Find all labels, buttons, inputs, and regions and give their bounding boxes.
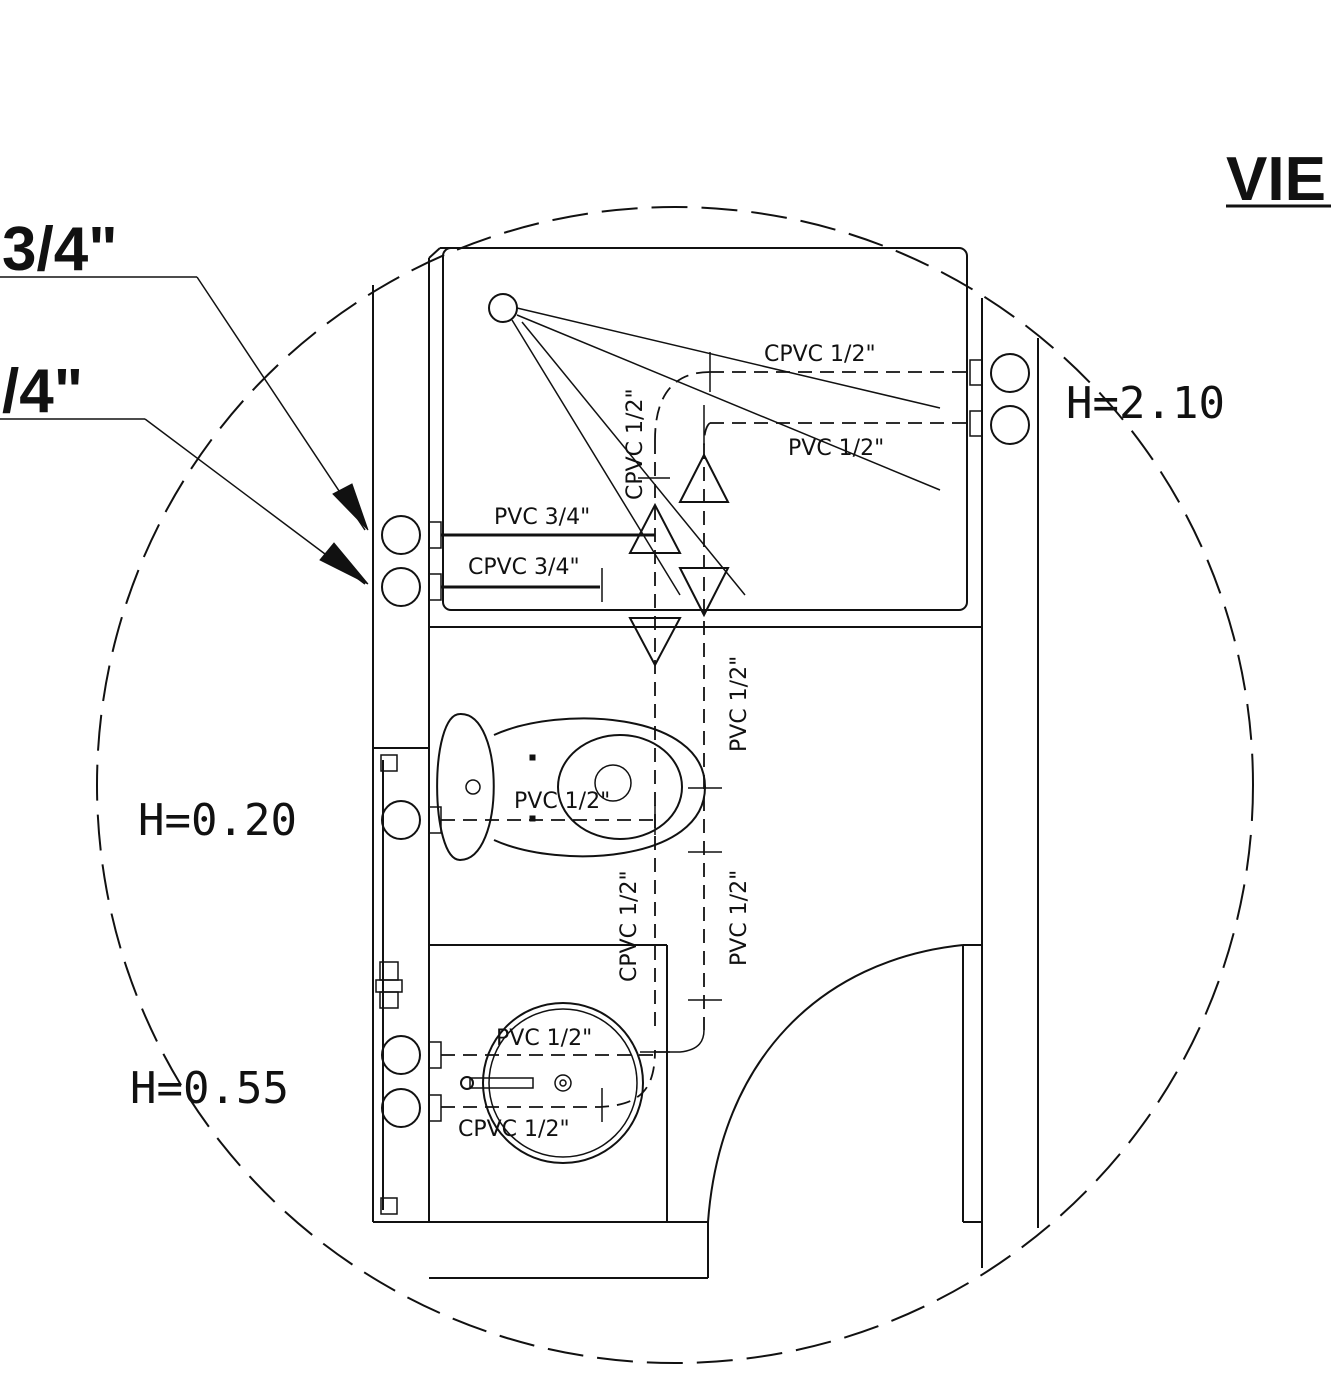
shower-tray — [442, 247, 968, 611]
shower-valves — [969, 353, 1030, 445]
height-label-toilet: H=0.20 — [138, 795, 297, 846]
walls — [372, 247, 1039, 1279]
sink-valve-icon — [381, 1035, 421, 1075]
main-valves — [381, 515, 655, 607]
pipe-label-riser-pvc-lower: PVC 1/2" — [727, 870, 752, 966]
callout-label-top: 3/4" — [2, 215, 118, 284]
sink-valve-icon — [381, 1088, 421, 1128]
shower-valve-icon — [990, 405, 1030, 445]
faucet-icon — [469, 1077, 534, 1089]
pipe-label-toilet: PVC 1/2" — [514, 789, 610, 814]
detail-circle — [96, 206, 1254, 1364]
sink-valves — [381, 1029, 705, 1128]
callout-label-bottom: /4" — [2, 357, 83, 426]
main-valve-icon — [381, 567, 421, 607]
main-valve-icon — [381, 515, 421, 555]
flow-arrows — [628, 452, 730, 668]
callout-arrow-top — [332, 483, 369, 531]
height-label-sink: H=0.55 — [130, 1063, 289, 1114]
shower-valve-icon — [990, 353, 1030, 393]
pipe-label-sink-pvc: PVC 1/2" — [496, 1026, 592, 1051]
sink-drain-icon — [554, 1074, 572, 1092]
pipe-label-shower-cpvc-vertical: CPVC 1/2" — [623, 388, 648, 500]
pipe-label-main-cpvc: CPVC 3/4" — [468, 555, 580, 580]
shower-pipes — [638, 352, 970, 1030]
toilet-valve-icon — [381, 800, 421, 840]
pipe-label-shower-cpvc: CPVC 1/2" — [764, 342, 876, 367]
height-label-shower: H=2.10 — [1066, 378, 1225, 429]
callout-arrow-bottom — [319, 542, 369, 585]
sink — [460, 1002, 644, 1164]
shower-drain-icon — [488, 293, 518, 323]
pipe-label-riser-pvc-upper: PVC 1/2" — [727, 656, 752, 752]
pipe-label-shower-pvc: PVC 1/2" — [788, 436, 884, 461]
riser-ticks — [654, 787, 722, 1001]
sink-counter — [375, 944, 668, 1222]
toilet — [436, 712, 707, 862]
callout-leader-top — [196, 276, 366, 531]
pipe-label-riser-cpvc-lower: CPVC 1/2" — [617, 870, 642, 982]
view-title: VIE — [1226, 145, 1326, 214]
toilet-valve — [380, 754, 655, 840]
pipe-label-main-pvc: PVC 3/4" — [494, 505, 590, 530]
pipe-label-sink-cpvc: CPVC 1/2" — [458, 1117, 570, 1142]
